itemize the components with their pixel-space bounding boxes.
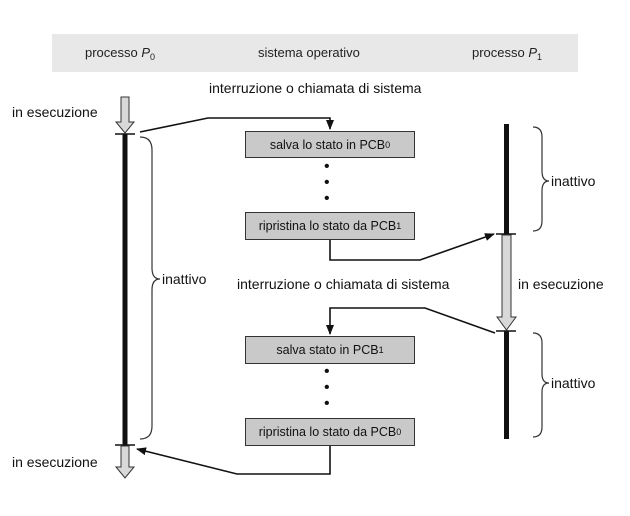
p0-running-label-top: in esecuzione: [12, 104, 98, 120]
ellipsis-dot: •: [324, 174, 330, 191]
p1-running-label: in esecuzione: [518, 276, 604, 292]
interrupt-label-mid: interruzione o chiamata di sistema: [237, 276, 450, 292]
p0-idle-brace: [139, 136, 161, 440]
p1-idle-bar-top: [504, 124, 509, 234]
p1-idle-label-top: inattivo: [551, 173, 596, 189]
arrow-os-restore-to-p1: [329, 233, 495, 261]
header-p1: processo P1: [472, 45, 543, 62]
p0-running-arrow-top: [114, 96, 136, 134]
p0-idle-label: inattivo: [162, 271, 207, 287]
header-p0: processo P0: [85, 45, 156, 62]
arrow-p1-to-os-save: [326, 307, 496, 335]
header-band: [52, 34, 578, 72]
p1-running-arrow: [496, 234, 517, 331]
ellipsis-dot: •: [324, 379, 330, 396]
ellipsis-dot: •: [324, 363, 330, 380]
ellipsis-dot: •: [324, 190, 330, 207]
p0-idle-bar: [122, 134, 128, 445]
ellipsis-dot: •: [324, 395, 330, 412]
p1-idle-brace-top: [532, 126, 550, 232]
arrow-os-restore-to-p0: [136, 446, 331, 475]
p1-idle-label-bottom: inattivo: [551, 375, 596, 391]
header-os: sistema operativo: [258, 45, 360, 60]
p1-idle-brace-bottom: [532, 332, 550, 438]
p1-idle-bar-bottom: [504, 331, 509, 439]
p0-running-label-bottom: in esecuzione: [12, 454, 98, 470]
arrow-p0-to-os-save: [139, 117, 334, 133]
interrupt-label-top: interruzione o chiamata di sistema: [209, 80, 422, 96]
p0-running-arrow-bottom: [114, 445, 136, 479]
ellipsis-dot: •: [324, 158, 330, 175]
